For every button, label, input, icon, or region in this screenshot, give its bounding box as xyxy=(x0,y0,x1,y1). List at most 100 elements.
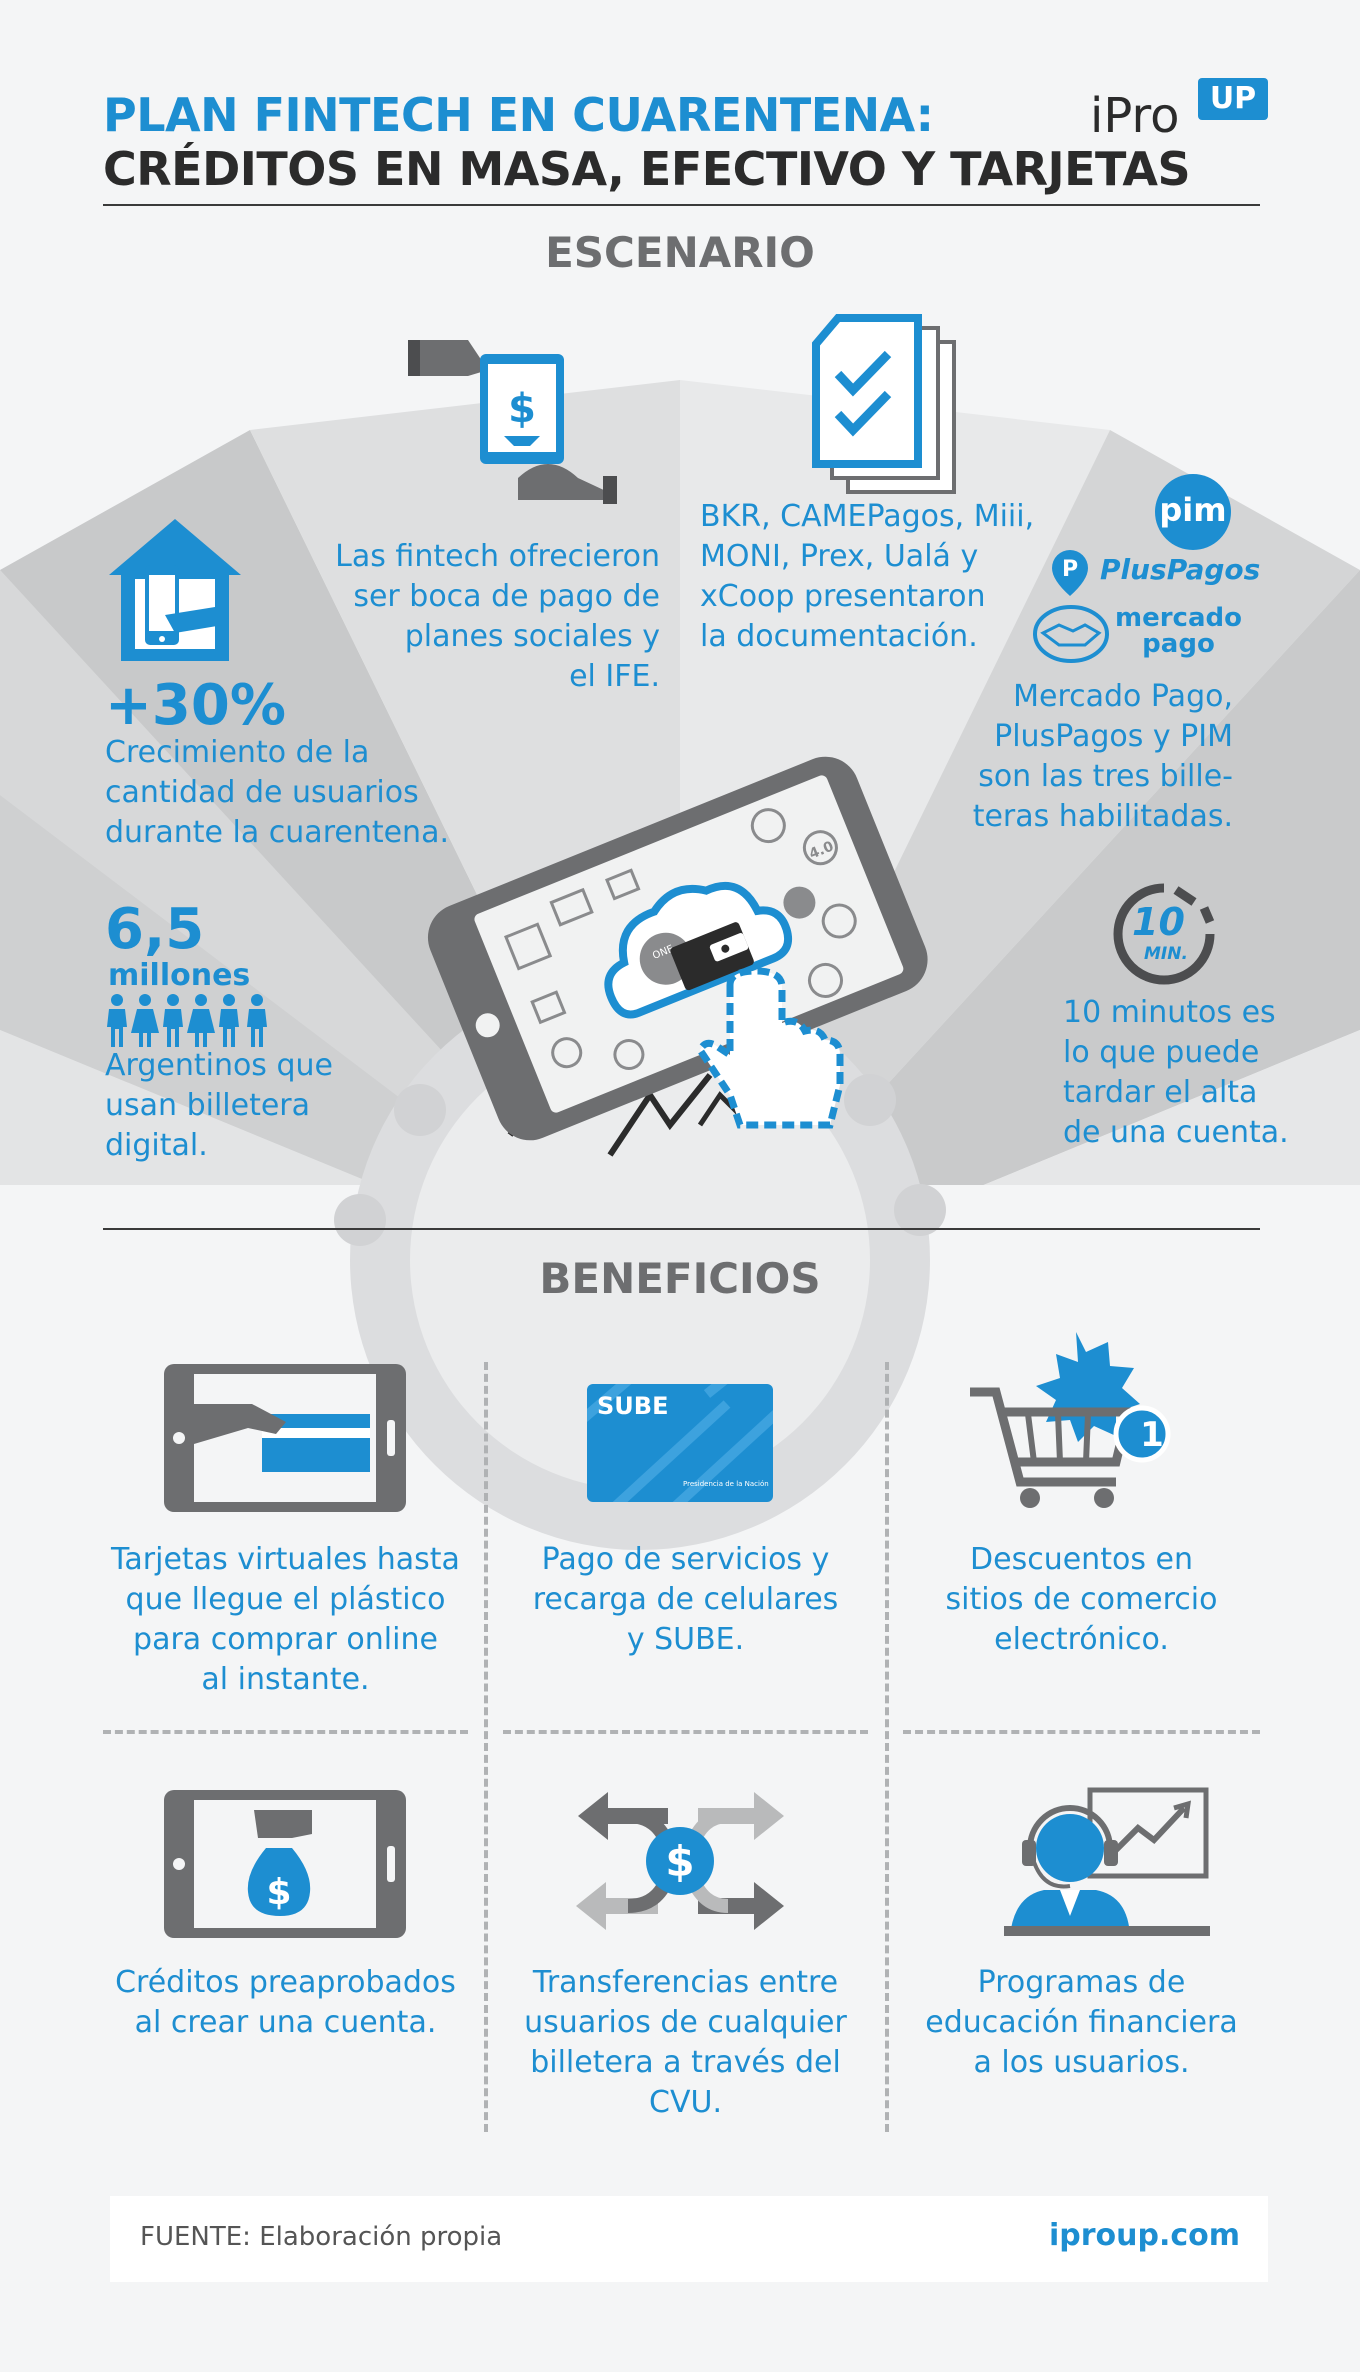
benefit-line: Tarjetas virtuales hasta xyxy=(111,1542,460,1577)
sube-card-pattern xyxy=(587,1384,773,1502)
benefit-line: billetera a través del xyxy=(530,2045,841,2080)
stat-users-value: 6,5 xyxy=(105,897,205,962)
stat-users-line: Argentinos que xyxy=(105,1048,333,1083)
title-line-2: CRÉDITOS EN MASA, EFECTIVO Y TARJETAS xyxy=(103,142,1191,196)
benefit-line: para comprar online xyxy=(133,1622,438,1657)
sube-card-icon: SUBE Presidencia de la Nación xyxy=(587,1384,773,1502)
footer-url-link[interactable]: iproup.com xyxy=(1048,2218,1240,2253)
fintech-payment-line: Las fintech ofrecieron xyxy=(335,539,660,574)
sube-card-caption: Presidencia de la Nación xyxy=(683,1480,769,1488)
benefit-1-text: Tarjetas virtuales hasta que llegue el p… xyxy=(103,1540,468,1700)
section-divider xyxy=(103,1228,1260,1230)
benefit-3-text: Descuentos en sitios de comercio electró… xyxy=(903,1540,1260,1660)
wallets-line: Mercado Pago, xyxy=(1013,679,1233,714)
benefit-line: que llegue el plástico xyxy=(125,1582,446,1617)
mercadopago-logo: mercado pago xyxy=(1115,605,1242,657)
people-icon xyxy=(107,994,267,1047)
cart-discount-icon xyxy=(970,1332,1171,1508)
stat-users-unit: millones xyxy=(108,958,251,993)
grid-divider-vertical-2 xyxy=(885,1362,889,2132)
signup-time-line: de una cuenta. xyxy=(1063,1115,1289,1150)
logo-badge: UP xyxy=(1198,78,1268,120)
benefit-line: a los usuarios. xyxy=(973,2045,1190,2080)
stat-growth-text: Crecimiento de la cantidad de usuarios d… xyxy=(105,733,449,853)
footer-source: FUENTE: Elaboración propia xyxy=(140,2222,503,2252)
benefit-6-text: Programas de educación financiera a los … xyxy=(903,1963,1260,2083)
signup-time-line: tardar el alta xyxy=(1063,1075,1258,1110)
stat-users-text: Argentinos que usan billetera digital. xyxy=(105,1046,333,1166)
benefit-line: Programas de xyxy=(977,1965,1186,2000)
support-agent-icon xyxy=(1004,1787,1210,1936)
mercadopago-handshake-icon xyxy=(1033,605,1109,663)
benefit-2-text: Pago de servicios y recarga de celulares… xyxy=(503,1540,868,1660)
escenario-title: ESCENARIO xyxy=(545,228,815,277)
logo-text: iPro xyxy=(1090,88,1180,144)
benefit-line: sitios de comercio xyxy=(945,1582,1218,1617)
documentation-text: BKR, CAMEPagos, Miii, MONI, Prex, Ualá y… xyxy=(700,497,1040,657)
benefit-line: usuarios de cualquier xyxy=(524,2005,847,2040)
svg-text:$: $ xyxy=(665,1837,694,1886)
wallets-line: PlusPagos y PIM xyxy=(994,719,1233,754)
benefit-5-text: Transferencias entre usuarios de cualqui… xyxy=(503,1963,868,2123)
benefit-4-text: Créditos preaprobados al crear una cuent… xyxy=(103,1963,468,2043)
card-tablet-icon xyxy=(164,1364,406,1512)
money-bag-tablet-icon: $ xyxy=(164,1790,406,1938)
stat-growth-value: +30% xyxy=(105,673,286,738)
title-line-1: PLAN FINTECH EN CUARENTENA: xyxy=(103,88,934,142)
pim-logo: pim xyxy=(1155,474,1231,550)
svg-text:$: $ xyxy=(508,386,536,432)
grid-divider-horizontal xyxy=(103,1730,468,1734)
benefit-line: recarga de celulares xyxy=(532,1582,839,1617)
stat-growth-line: Crecimiento de la xyxy=(105,735,370,770)
stat-users-line: usan billetera xyxy=(105,1088,311,1123)
benefit-line: Descuentos en xyxy=(970,1542,1193,1577)
grid-divider-horizontal xyxy=(903,1730,1260,1734)
benefit-line: al crear una cuenta. xyxy=(134,2005,437,2040)
benefit-line: Transferencias entre xyxy=(532,1965,839,2000)
central-phone-illustration: 4.0 ONE xyxy=(427,756,928,1157)
signup-time-line: lo que puede xyxy=(1063,1035,1260,1070)
hand-phone-payment-icon: $ xyxy=(408,340,617,504)
documentation-line: xCoop presentaron xyxy=(700,579,986,614)
fintech-payment-line: el IFE. xyxy=(569,659,660,694)
benefit-line: educación financiera xyxy=(925,2005,1238,2040)
svg-text:P: P xyxy=(1062,557,1078,582)
wallets-line: son las tres bille- xyxy=(978,759,1233,794)
timer-10-min-icon xyxy=(1113,883,1215,985)
benefit-line: Créditos preaprobados xyxy=(115,1965,456,2000)
cart-badge: 1 xyxy=(1140,1415,1164,1455)
stat-users-line: digital. xyxy=(105,1128,208,1163)
mercadopago-logo-line: pago xyxy=(1142,629,1215,659)
sube-card-label: SUBE xyxy=(597,1392,669,1420)
benefit-line: al instante. xyxy=(201,1662,370,1697)
signup-time-text: 10 minutos es lo que puede tardar el alt… xyxy=(1063,993,1289,1153)
pluspagos-pin-icon: P xyxy=(1052,550,1088,596)
svg-text:$: $ xyxy=(266,1872,291,1913)
header-divider xyxy=(103,204,1260,206)
document-checklist-icon xyxy=(812,314,956,494)
benefit-line: electrónico. xyxy=(994,1622,1169,1657)
timer-number: 10 xyxy=(1132,900,1185,944)
benefit-line: CVU. xyxy=(649,2085,722,2120)
benefit-line: Pago de servicios y xyxy=(541,1542,830,1577)
documentation-line: MONI, Prex, Ualá y xyxy=(700,539,979,574)
transfer-arrows-icon: $ xyxy=(576,1792,784,1930)
wallets-line: teras habilitadas. xyxy=(972,799,1233,834)
house-phone-icon xyxy=(109,519,241,661)
iproup-logo: iPro UP xyxy=(1090,78,1270,148)
documentation-line: BKR, CAMEPagos, Miii, xyxy=(700,499,1035,534)
footer: FUENTE: Elaboración propia iproup.com xyxy=(110,2196,1268,2282)
grid-divider-vertical-1 xyxy=(484,1362,488,2132)
fintech-payment-line: planes sociales y xyxy=(404,619,660,654)
stat-growth-line: cantidad de usuarios xyxy=(105,775,419,810)
stat-growth-line: durante la cuarentena. xyxy=(105,815,449,850)
mercadopago-logo-line: mercado xyxy=(1115,603,1242,633)
wallets-text: Mercado Pago, PlusPagos y PIM son las tr… xyxy=(920,677,1233,837)
benefit-line: y SUBE. xyxy=(626,1622,745,1657)
fintech-payment-text: Las fintech ofrecieron ser boca de pago … xyxy=(320,537,660,697)
fintech-payment-line: ser boca de pago de xyxy=(353,579,660,614)
documentation-line: la documentación. xyxy=(700,619,978,654)
beneficios-title: BENEFICIOS xyxy=(539,1254,821,1303)
pluspagos-logo: PlusPagos xyxy=(1100,553,1261,586)
signup-time-line: 10 minutos es xyxy=(1063,995,1276,1030)
